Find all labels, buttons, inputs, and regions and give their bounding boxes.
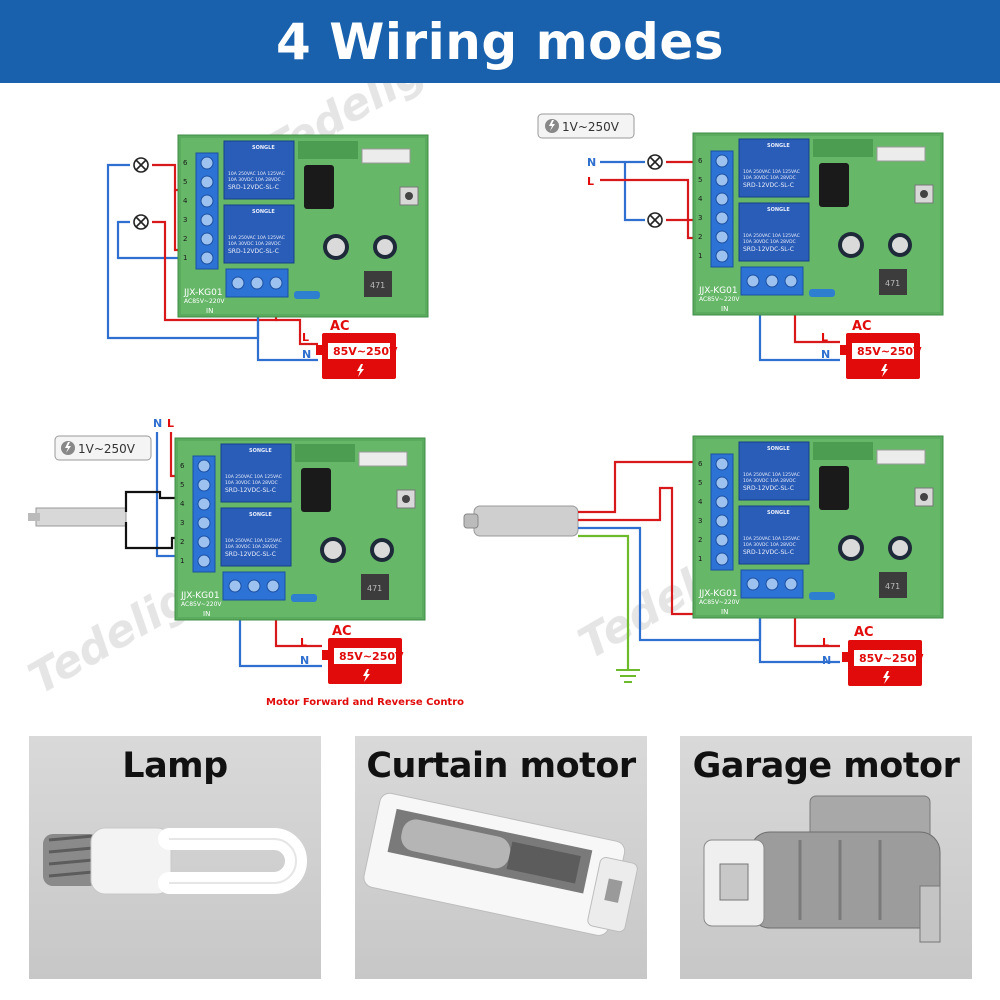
diagram-lamp-external-supply: 1V~250V N L AC L N [537,113,944,379]
diagram-caption: Motor Forward and Reverse Contro [266,697,464,708]
garage-motor-image [703,795,941,943]
n-label-1: N [302,348,311,361]
ac-label-4: AC [854,625,874,640]
card-curtain-motor: Curtain motor [355,736,647,979]
lamp-image [43,827,307,895]
curtain-motor-image [363,792,638,936]
ac-label-2: AC [852,319,872,334]
page-title: 4 Wiring modes [276,12,724,71]
card-garage-motor: Garage motor [680,736,972,979]
l-label-3a: L [167,417,174,430]
card-title-lamp: Lamp [122,746,228,786]
title-banner: 4 Wiring modes [0,0,1000,83]
n-label-3a: N [153,417,162,430]
n-label-4: N [822,654,831,667]
l-label-2a: L [587,175,594,188]
wiring-diagrams: SONGLE 10A 250VAC 10A 125VAC 10A 30VDC 1… [20,83,944,708]
n-label-2: N [821,348,830,361]
card-title-curtain-motor: Curtain motor [366,746,636,786]
ac-label-3: AC [332,624,352,639]
card-title-garage-motor: Garage motor [692,746,960,786]
l-label-3: L [300,636,307,649]
card-lamp: Lamp [29,736,321,979]
l-label-1: L [302,331,309,344]
diagram-lamp-wiring: AC L N [106,134,429,379]
ac-label-1: AC [330,319,350,334]
n-label-3: N [300,654,309,667]
diagram-motor-earth: AC L N [463,435,944,686]
voltage-tag-2: 1V~250V [562,120,620,134]
n-label-2a: N [587,156,596,169]
diagram-motor-forward-reverse: 1V~250V N L AC L N Motor Forward and Rev… [28,417,464,708]
l-label-2: L [821,331,828,344]
l-label-4: L [822,636,829,649]
voltage-tag-3: 1V~250V [78,442,136,456]
